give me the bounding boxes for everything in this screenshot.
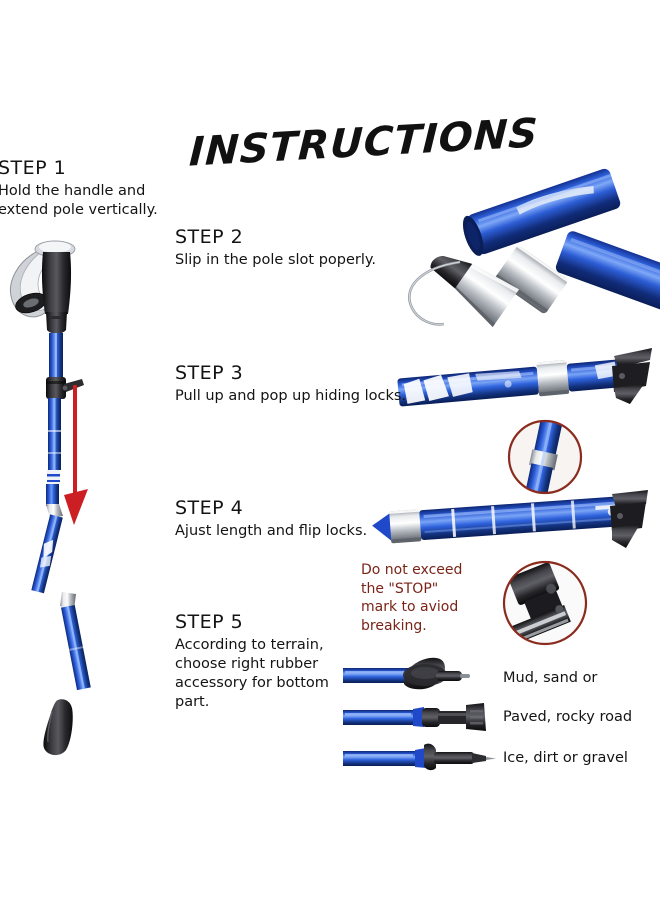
figure-pole-flip-lock xyxy=(397,348,652,407)
callout-lock-detail xyxy=(502,560,588,646)
step-1-block: STEP 1 Hold the handle and extend pole v… xyxy=(0,157,188,220)
step-5-block: STEP 5 According to terrain, choose righ… xyxy=(175,611,330,712)
warning-note: Do not exceed the "STOP" mark to aviod b… xyxy=(361,562,463,634)
step-4-title: STEP 4 xyxy=(175,497,244,519)
step-1-title: STEP 1 xyxy=(0,157,67,179)
step-5-title: STEP 5 xyxy=(175,611,244,633)
step-1-description: Hold the handle and extend pole vertical… xyxy=(0,182,158,218)
figure-pole-length-adjust xyxy=(372,490,648,548)
accessory-label-mud-sand: Mud, sand or xyxy=(503,670,598,686)
step-2-block: STEP 2 Slip in the pole slot poperly. xyxy=(175,226,400,270)
figure-carbide-spike-tip xyxy=(343,743,496,771)
step-2-title: STEP 2 xyxy=(175,226,244,248)
step-3-description: Pull up and pop up hiding locks. xyxy=(175,387,407,404)
figure-pole-cable-joint xyxy=(408,168,660,328)
callout-stop-mark xyxy=(507,419,583,495)
figure-rubber-boot-tip xyxy=(343,703,486,731)
accessory-label-ice-dirt-gravel: Ice, dirt or gravel xyxy=(503,750,628,766)
step-3-block: STEP 3 Pull up and pop up hiding locks. xyxy=(175,362,410,406)
figure-trekking-pole-full xyxy=(10,240,91,756)
step-2-description: Slip in the pole slot poperly. xyxy=(175,251,377,268)
step-4-block: STEP 4 Ajust length and flip locks. xyxy=(175,497,395,541)
step-3-title: STEP 3 xyxy=(175,362,244,384)
red-down-arrow xyxy=(64,385,88,525)
figure-snow-basket-tip xyxy=(343,657,470,690)
step-4-description: Ajust length and flip locks. xyxy=(175,522,368,539)
step-5-description: According to terrain, choose right rubbe… xyxy=(175,636,329,711)
accessory-label-paved-rocky: Paved, rocky road xyxy=(503,709,633,725)
